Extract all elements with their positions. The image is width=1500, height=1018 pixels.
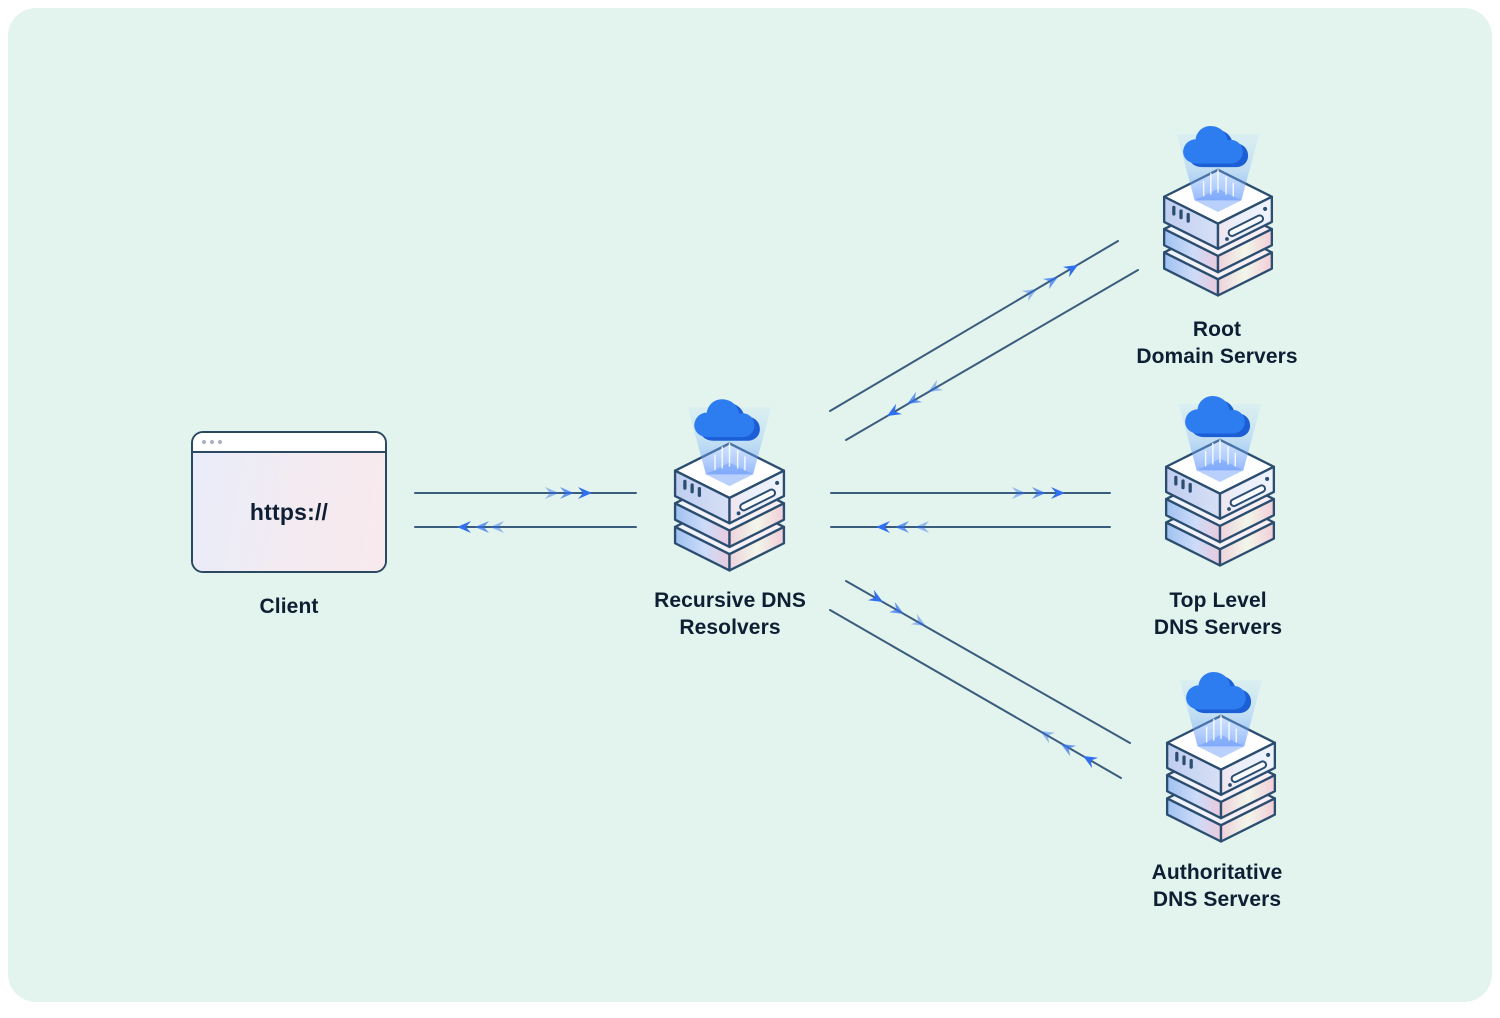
- root-label: Root Domain Servers: [1136, 318, 1298, 368]
- window-dot-icon: [218, 440, 222, 444]
- server-stack-icon-resolver: [666, 380, 793, 575]
- tld-label: Top Level DNS Servers: [1153, 589, 1283, 639]
- server-stack-icon-tld: [1157, 377, 1283, 570]
- diagram-canvas: https:// Client Recursive DNS Resolvers …: [8, 8, 1492, 1002]
- authoritative-label: Authoritative DNS Servers: [1151, 861, 1283, 911]
- window-dot-icon: [210, 440, 214, 444]
- server-stack-icon-authoritative: [1158, 653, 1284, 846]
- window-dot-icon: [202, 440, 206, 444]
- url-text: https://: [249, 498, 329, 525]
- browser-titlebar: [193, 433, 385, 453]
- server-stack-icon-root: [1155, 107, 1281, 300]
- browser-body: https://: [193, 453, 385, 571]
- client-browser-icon: https://: [191, 431, 387, 573]
- resolver-label: Recursive DNS Resolvers: [654, 589, 806, 639]
- client-label: Client: [259, 595, 319, 618]
